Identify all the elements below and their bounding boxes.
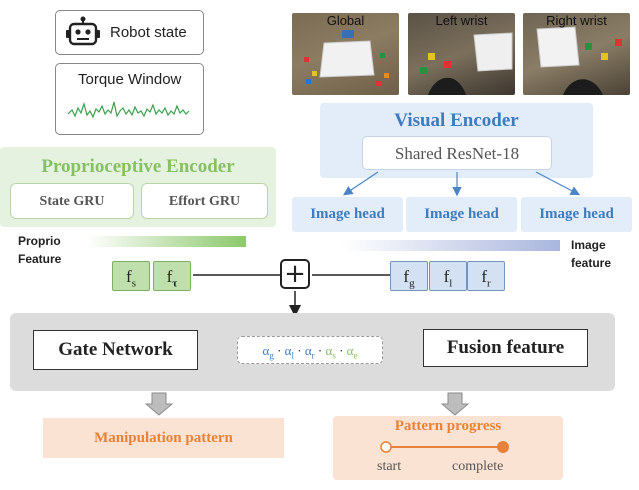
- weight-alpha-e: αe: [346, 343, 358, 361]
- token-f-g: fg: [390, 261, 428, 291]
- image-feature-gradient-bar: [342, 240, 560, 251]
- token-f-s: fs: [112, 261, 150, 291]
- token-f-r: fr: [467, 261, 505, 291]
- fusion-feature-box: Fusion feature: [423, 329, 588, 367]
- robot-state-label: Robot state: [110, 24, 187, 41]
- torque-window-label: Torque Window: [78, 71, 182, 88]
- camera-left-wrist-image: Left wrist: [408, 13, 515, 95]
- image-feature-label: Image feature: [571, 236, 611, 272]
- concat-plus-icon: +: [280, 259, 310, 289]
- progress-start-label: start: [377, 459, 402, 474]
- state-gru-module: State GRU: [10, 183, 134, 219]
- camera-left-wrist-scene: [420, 32, 513, 95]
- manipulation-pattern-box: Manipulation pattern: [43, 418, 284, 458]
- proprio-feature-gradient-bar: [86, 236, 246, 247]
- proprio-feature-label: Proprio Feature: [18, 232, 61, 268]
- shared-resnet-module: Shared ResNet-18: [362, 136, 552, 170]
- proprioceptive-encoder-title: Proprioceptive Encoder: [41, 156, 235, 177]
- camera-global-caption: Global: [326, 13, 365, 28]
- fusion-weights: αg · αl · αr · αs · αe: [237, 336, 383, 364]
- camera-left-wrist-caption: Left wrist: [435, 13, 488, 28]
- image-head-left: Image head: [406, 197, 517, 232]
- camera-right-wrist-image: Right wrist: [523, 13, 630, 95]
- arrow-resnet-to-head-right: [535, 171, 581, 196]
- robot-state-box: Robot state: [55, 10, 204, 55]
- torque-signal: [67, 101, 190, 119]
- proprio-feature-label-line2: Feature: [18, 252, 62, 266]
- visual-encoder-title: Visual Encoder: [394, 110, 519, 131]
- pattern-progress-title: Pattern progress: [394, 418, 502, 434]
- image-head-right: Image head: [521, 197, 632, 232]
- weight-alpha-l: αl: [284, 343, 294, 361]
- weight-alpha-r: αr: [304, 343, 315, 361]
- camera-global-scene: [304, 30, 389, 86]
- image-feature-label-line1: Image: [571, 238, 606, 252]
- progress-start-dot: [380, 441, 392, 453]
- token-f-tau: fτ: [153, 261, 191, 291]
- token-f-l: fl: [429, 261, 467, 291]
- gate-network-box: Gate Network: [33, 330, 198, 370]
- arrow-to-pattern-progress: [440, 392, 470, 416]
- progress-end-label: complete: [452, 459, 504, 474]
- robot-icon: [66, 16, 100, 45]
- torque-window-box: Torque Window: [55, 63, 204, 135]
- arrow-to-manipulation-pattern: [144, 392, 174, 416]
- camera-global-image: Global: [292, 13, 399, 95]
- camera-right-wrist-scene: [536, 26, 622, 95]
- image-feature-label-line2: feature: [571, 256, 612, 270]
- pattern-progress-slider: [380, 441, 509, 453]
- effort-gru-module: Effort GRU: [141, 183, 268, 219]
- camera-right-wrist-caption: Right wrist: [546, 13, 607, 28]
- arrow-resnet-to-head-global: [343, 171, 379, 196]
- progress-end-dot: [497, 441, 509, 453]
- weight-alpha-s: αs: [325, 343, 336, 361]
- image-head-global: Image head: [292, 197, 403, 232]
- weight-alpha-g: αg: [262, 343, 274, 361]
- proprio-feature-label-line1: Proprio: [18, 234, 61, 248]
